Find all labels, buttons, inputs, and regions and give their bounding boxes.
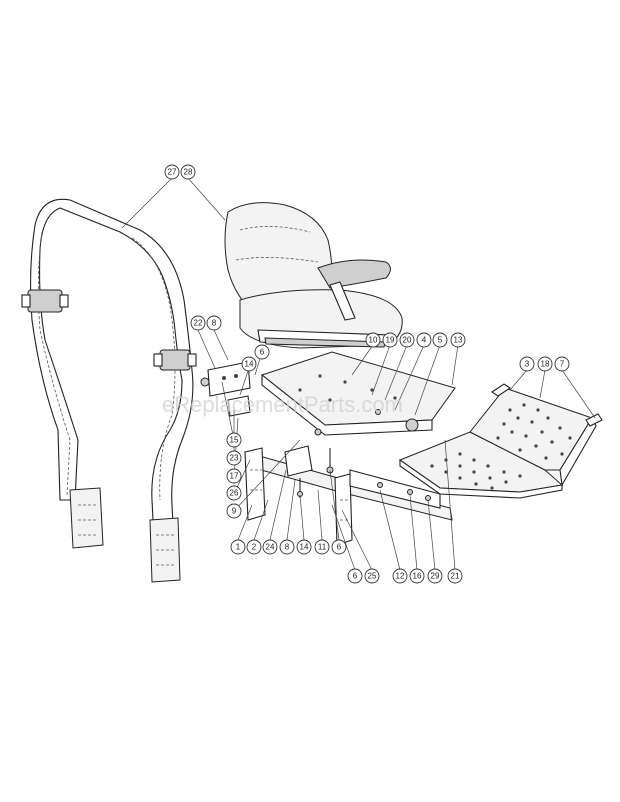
svg-text:8: 8 (285, 543, 290, 552)
callout-6: 6 (254, 344, 270, 360)
svg-text:7: 7 (560, 360, 565, 369)
callout-5: 5 (432, 332, 448, 348)
callout-8-lower: 8 (279, 539, 295, 555)
callout-15: 15 (226, 432, 242, 448)
svg-text:15: 15 (230, 436, 239, 445)
callout-14: 14 (241, 356, 257, 372)
callout-11: 11 (314, 539, 330, 555)
svg-text:4: 4 (422, 336, 427, 345)
svg-text:21: 21 (451, 572, 460, 581)
callout-16: 16 (409, 568, 425, 584)
svg-text:29: 29 (431, 572, 440, 581)
callout-14-lower: 14 (296, 539, 312, 555)
callout-19: 19 (382, 332, 398, 348)
callout-2: 2 (246, 539, 262, 555)
callout-21: 21 (447, 568, 463, 584)
callouts: 27 28 22 8 6 14 10 19 20 4 5 13 3 18 7 1… (164, 164, 570, 584)
svg-text:14: 14 (245, 360, 254, 369)
callout-12: 12 (392, 568, 408, 584)
svg-text:25: 25 (368, 572, 377, 581)
svg-text:18: 18 (541, 360, 550, 369)
svg-text:26: 26 (230, 489, 239, 498)
callout-8: 8 (206, 315, 222, 331)
svg-text:17: 17 (230, 472, 239, 481)
callout-17: 17 (226, 468, 242, 484)
rollbar-clamp-left (21, 289, 69, 313)
watermark: eReplacementParts.com (162, 392, 403, 417)
callout-4: 4 (416, 332, 432, 348)
svg-text:1: 1 (236, 543, 241, 552)
svg-text:8: 8 (212, 319, 217, 328)
callout-25: 25 (364, 568, 380, 584)
callout-6-bottom: 6 (347, 568, 363, 584)
callout-7: 7 (554, 356, 570, 372)
svg-text:20: 20 (403, 336, 412, 345)
svg-text:12: 12 (396, 572, 405, 581)
rollbar-clamp-right (153, 349, 197, 371)
svg-text:22: 22 (194, 319, 203, 328)
callout-13: 13 (450, 332, 466, 348)
svg-text:6: 6 (353, 572, 358, 581)
svg-text:9: 9 (232, 507, 237, 516)
foot-plate-holes (430, 403, 572, 490)
callout-9: 9 (226, 503, 242, 519)
seat (224, 202, 403, 349)
callout-20: 20 (399, 332, 415, 348)
callout-18: 18 (537, 356, 553, 372)
seat-mount-frame (244, 409, 453, 546)
callout-23: 23 (226, 450, 242, 466)
seat-pan (260, 351, 456, 436)
svg-text:10: 10 (369, 336, 378, 345)
svg-text:16: 16 (413, 572, 422, 581)
svg-text:14: 14 (300, 543, 309, 552)
callout-3: 3 (519, 356, 535, 372)
callout-27: 27 (164, 164, 180, 180)
callout-24: 24 (262, 539, 278, 555)
callout-10: 10 (365, 332, 381, 348)
callout-28: 28 (180, 164, 196, 180)
svg-text:5: 5 (438, 336, 443, 345)
svg-text:13: 13 (454, 336, 463, 345)
svg-text:11: 11 (318, 543, 327, 552)
callout-1: 1 (230, 539, 246, 555)
foot-plate (398, 383, 603, 499)
svg-text:28: 28 (184, 168, 193, 177)
roll-bar (21, 198, 197, 583)
svg-text:27: 27 (168, 168, 177, 177)
svg-text:3: 3 (525, 360, 530, 369)
seat-hinge-bracket (200, 361, 251, 417)
svg-text:23: 23 (230, 454, 239, 463)
callout-22: 22 (190, 315, 206, 331)
callout-26: 26 (226, 485, 242, 501)
callout-6-lower: 6 (331, 539, 347, 555)
svg-text:6: 6 (260, 348, 265, 357)
svg-text:6: 6 (337, 543, 342, 552)
callout-29: 29 (427, 568, 443, 584)
svg-text:2: 2 (252, 543, 257, 552)
svg-text:19: 19 (386, 336, 395, 345)
svg-text:24: 24 (266, 543, 275, 552)
